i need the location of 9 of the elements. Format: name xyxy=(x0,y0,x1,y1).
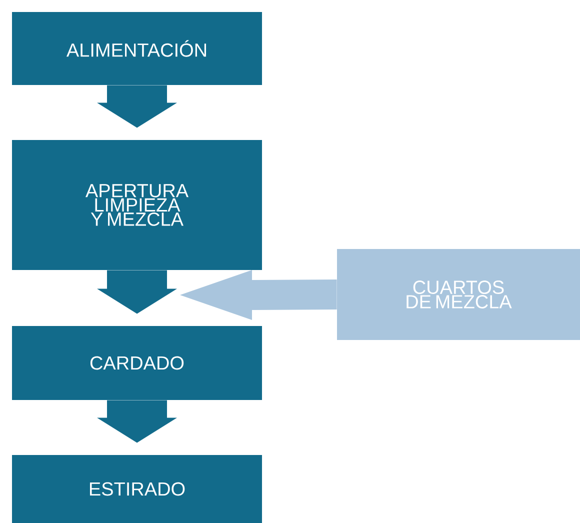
block-arrow xyxy=(97,85,177,128)
input-box: CUARTOS DE MEZCLA xyxy=(337,249,580,340)
process-box: ALIMENTACIÓN xyxy=(12,12,262,85)
block-arrow xyxy=(97,270,177,314)
process-box: APERTURA LIMPIEZA Y MEZCLA xyxy=(12,140,262,270)
process-box: CARDADO xyxy=(12,326,262,400)
process-box: ESTIRADO xyxy=(12,455,262,523)
block-arrow xyxy=(97,400,177,443)
block-arrow xyxy=(180,270,337,320)
